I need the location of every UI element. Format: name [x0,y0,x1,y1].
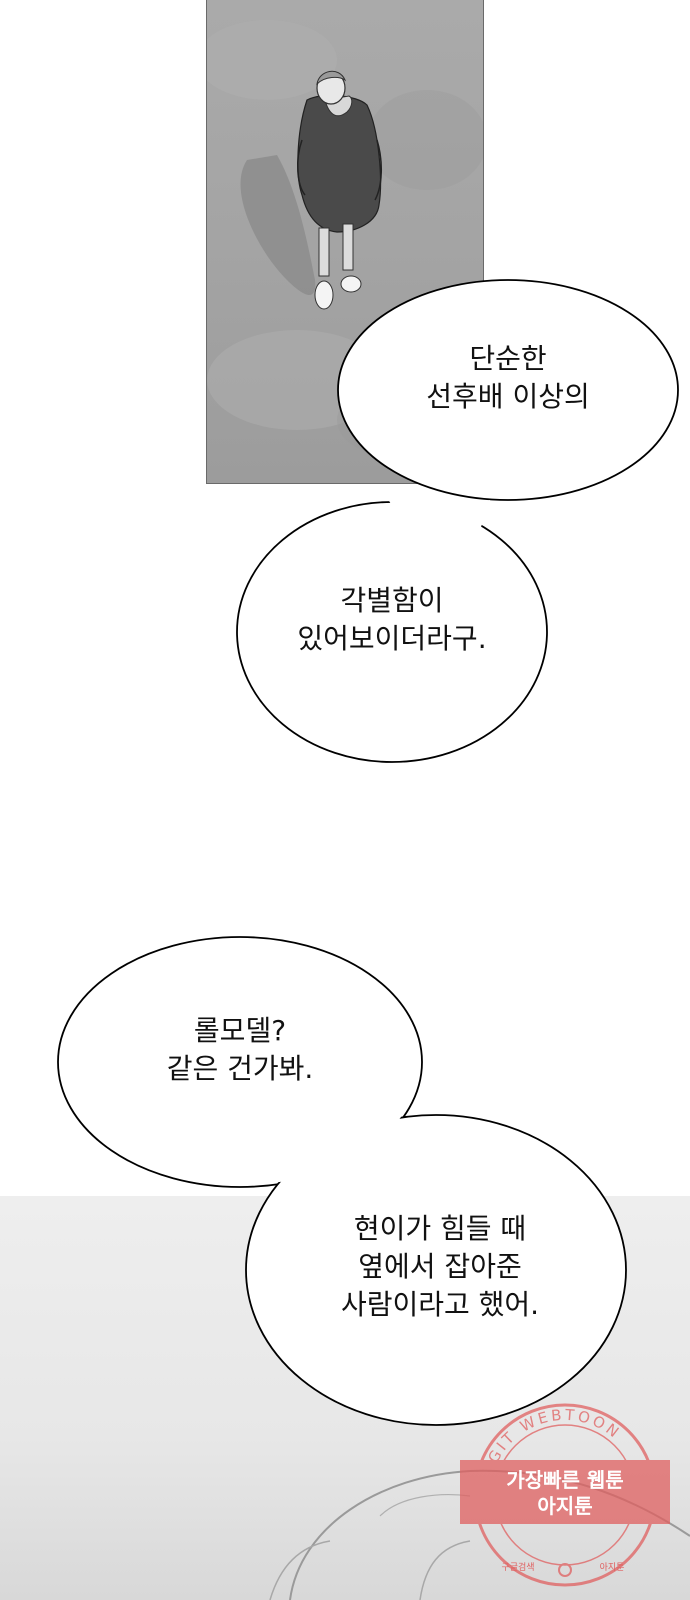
bubble-2-text: 각별함이 있어보이더라구. [272,582,512,658]
watermark-footer-right: 아지툰 [599,1563,625,1573]
bubble-4-line-2: 옆에서 잡아준 [358,1250,522,1284]
watermark-footer-left: 구글검색 [501,1563,535,1573]
bubble-3-line-1: 롤모델? [193,1014,287,1047]
bubble-2-line-2: 있어보이더라구. [297,622,487,656]
watermark-line-1: 가장빠른 웹툰 [506,1468,624,1492]
bubble-4-text: 현이가 힘들 때 옆에서 잡아준 사람이라고 했어. [290,1210,590,1324]
watermark-stamp: AGIT WEBTOON [460,1403,670,1587]
watermark-line-2: 아지툰 [537,1494,593,1518]
bubble-1-line-2: 선후배 이상의 [426,380,590,414]
bubble-4-line-1: 현이가 힘들 때 [353,1212,527,1245]
bubble-2-line-1: 각별함이 [340,584,444,617]
bubble-3-line-2: 같은 건가봐. [166,1052,314,1086]
bubble-1-line-1: 단순한 [469,342,547,375]
bubble-1-text: 단순한 선후배 이상의 [378,340,638,416]
bubble-4-line-3: 사람이라고 했어. [340,1288,540,1322]
bubble-3-text: 롤모델? 같은 건가봐. [130,1012,350,1088]
